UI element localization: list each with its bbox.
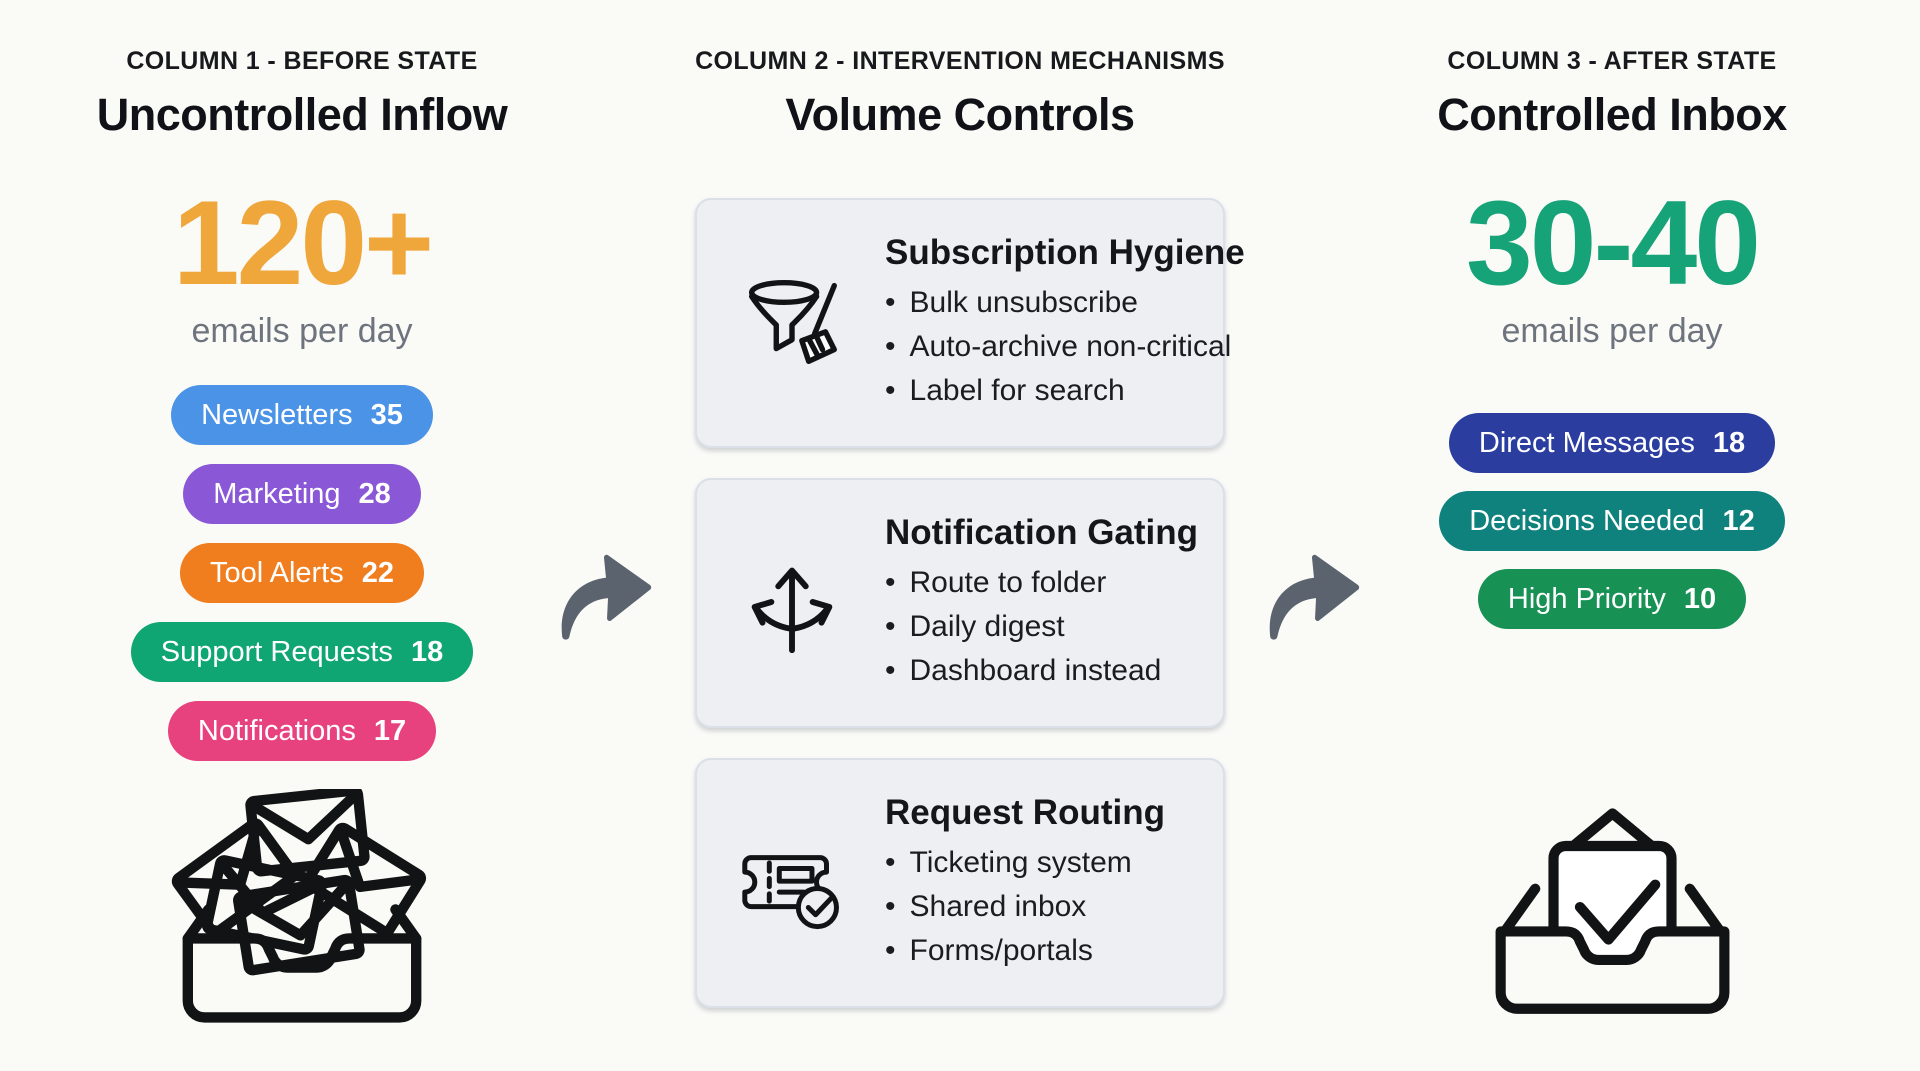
card-notification-gating: Notification Gating Route to folder Dail… (695, 478, 1225, 728)
bullet-item: Dashboard instead (885, 649, 1198, 693)
card-request-routing: Request Routing Ticketing system Shared … (695, 758, 1225, 1008)
pill-tool-alerts: Tool Alerts 22 (179, 543, 425, 603)
pill-support-requests: Support Requests 18 (130, 622, 474, 682)
intervention-card-list: Subscription Hygiene Bulk unsubscribe Au… (695, 198, 1245, 1008)
bullet-item: Shared inbox (885, 885, 1165, 929)
column-kicker: COLUMN 2 - INTERVENTION MECHANISMS (695, 47, 1225, 75)
pill-label: High Priority (1507, 582, 1666, 615)
pill-count: 18 (410, 635, 444, 668)
card-bullet-list: Route to folder Daily digest Dashboard i… (885, 561, 1198, 693)
column-before-state: COLUMN 1 - BEFORE STATE Uncontrolled Inf… (40, 0, 564, 1034)
card-title: Subscription Hygiene (885, 232, 1245, 272)
pill-count: 18 (1712, 426, 1746, 459)
pill-label: Support Requests (160, 635, 393, 668)
pill-label: Decisions Needed (1469, 504, 1705, 537)
pill-count: 22 (361, 556, 395, 589)
pill-decisions-needed: Decisions Needed 12 (1439, 491, 1785, 551)
card-body: Request Routing Ticketing system Shared … (885, 793, 1165, 973)
column-kicker: COLUMN 1 - BEFORE STATE (126, 47, 478, 75)
card-subscription-hygiene: Subscription Hygiene Bulk unsubscribe Au… (695, 198, 1245, 448)
bullet-item: Daily digest (885, 605, 1198, 649)
bullet-item: Auto-archive non-critical (885, 325, 1245, 369)
metric-value: 30-40 (1466, 176, 1761, 310)
pill-label: Newsletters (201, 398, 353, 431)
flow-arrow-icon (561, 554, 652, 640)
bullet-item: Forms/portals (885, 929, 1165, 973)
pill-count: 10 (1683, 582, 1717, 615)
metric-value: 120+ (172, 176, 434, 310)
card-title: Request Routing (885, 792, 1165, 832)
pill-marketing: Marketing 28 (183, 464, 421, 524)
column-after-state: COLUMN 3 - AFTER STATE Controlled Inbox … (1372, 0, 1852, 1025)
pill-count: 35 (370, 398, 403, 431)
pill-notifications: Notifications 17 (167, 701, 437, 761)
pill-label: Marketing (213, 477, 341, 510)
bullet-item: Ticketing system (885, 841, 1165, 885)
column-kicker: COLUMN 3 - AFTER STATE (1447, 47, 1777, 75)
pill-direct-messages: Direct Messages 18 (1448, 413, 1776, 473)
overflowing-inbox-icon (171, 789, 427, 1023)
column-title: Controlled Inbox (1437, 89, 1787, 140)
flow-arrow-icon (1269, 554, 1360, 640)
pill-count: 12 (1722, 504, 1755, 537)
pill-newsletters: Newsletters 35 (171, 385, 433, 445)
branching-arrows-icon (751, 567, 833, 654)
card-body: Subscription Hygiene Bulk unsubscribe Au… (885, 233, 1245, 413)
card-body: Notification Gating Route to folder Dail… (885, 513, 1198, 693)
bullet-item: Label for search (885, 369, 1245, 413)
column-intervention: COLUMN 2 - INTERVENTION MECHANISMS Volum… (680, 0, 1245, 1008)
pill-high-priority: High Priority 10 (1477, 569, 1747, 629)
pill-count: 28 (358, 477, 391, 510)
pill-label: Notifications (197, 714, 356, 747)
bullet-item: Route to folder (885, 561, 1198, 605)
category-pill-list: Newsletters 35 Marketing 28 Tool Alerts … (130, 385, 474, 761)
column-title: Volume Controls (785, 89, 1135, 140)
bullet-item: Bulk unsubscribe (885, 281, 1245, 325)
pill-count: 17 (373, 714, 407, 747)
ticket-check-icon (742, 855, 839, 930)
metric-label: emails per day (1501, 312, 1723, 350)
column-title: Uncontrolled Inflow (96, 89, 508, 140)
card-bullet-list: Bulk unsubscribe Auto-archive non-critic… (885, 281, 1245, 413)
category-pill-list: Direct Messages 18 Decisions Needed 12 H… (1439, 413, 1785, 629)
funnel-broom-icon (748, 279, 837, 365)
metric-label: emails per day (191, 312, 413, 350)
card-bullet-list: Ticketing system Shared inbox Forms/port… (885, 841, 1165, 973)
card-title: Notification Gating (885, 512, 1199, 552)
pill-label: Direct Messages (1478, 426, 1695, 459)
inbox-check-icon (1495, 808, 1729, 1014)
pill-label: Tool Alerts (209, 556, 344, 589)
